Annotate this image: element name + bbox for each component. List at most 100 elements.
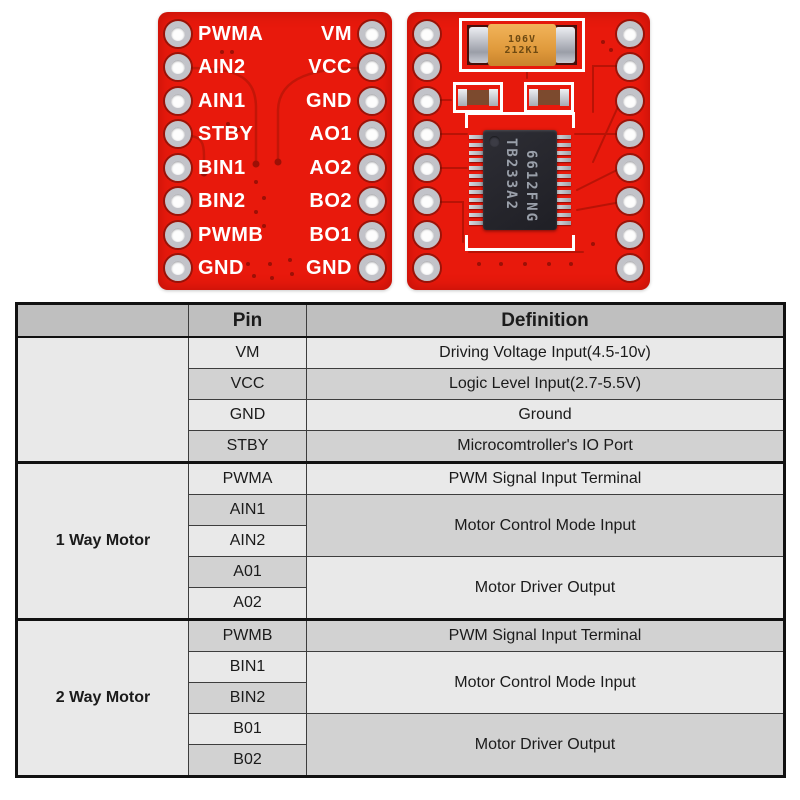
front-left-labels: PWMA AIN2 AIN1 STBY BIN1 BIN2 PWMB GND <box>198 21 316 281</box>
definition-cell: Microcomtroller's IO Port <box>306 430 785 463</box>
pin-hole <box>414 254 440 281</box>
back-right-holes <box>617 21 643 281</box>
pin-hole <box>359 87 385 114</box>
pin-hole <box>165 21 191 47</box>
pin-definition-table: Pin Definition VM Driving Voltage Input(… <box>15 302 786 778</box>
pin-hole <box>359 154 385 181</box>
capacitor-marking: 106V <box>507 34 537 45</box>
smd-resistor <box>453 82 503 113</box>
definition-cell: Logic Level Input(2.7-5.5V) <box>306 368 785 400</box>
table-header-row: Pin Definition <box>16 303 785 338</box>
pin-hole <box>617 254 643 281</box>
pin-cell: PWMA <box>188 461 307 495</box>
table-row: B01 Motor Driver Output <box>17 713 785 777</box>
pin-cell: A01 <box>188 556 307 588</box>
pin-hole <box>165 188 191 215</box>
table-row: A02 <box>17 587 785 620</box>
pin-hole <box>617 87 643 114</box>
driver-ic: TB233A2 6612FNG <box>469 128 571 232</box>
pin-label: PWMA <box>198 23 264 45</box>
pin-label: BO2 <box>309 190 352 213</box>
capacitor-body: 106V 212K1 <box>488 24 556 66</box>
pin-cell: B02 <box>188 744 307 777</box>
table-row: B02 <box>17 744 785 777</box>
pin-hole <box>414 21 440 47</box>
table-row: AIN2 <box>17 525 785 557</box>
pin-hole <box>165 254 191 281</box>
pin-hole <box>359 188 385 215</box>
pin-cell: A02 <box>188 587 307 620</box>
pin-hole <box>165 154 191 181</box>
pin-label: GND <box>306 89 352 112</box>
definition-cell: Driving Voltage Input(4.5-10v) <box>306 336 785 369</box>
pin-hole <box>617 188 643 215</box>
definition-cell: Motor Driver Output <box>306 713 785 777</box>
table-row: 1 Way Motor PWMA PWM Signal Input Termin… <box>16 461 785 620</box>
pin-label: VCC <box>308 56 352 79</box>
header-group <box>16 303 189 338</box>
pcb-front: PWMA AIN2 AIN1 STBY BIN1 BIN2 PWMB GND V… <box>158 12 392 290</box>
group-cell <box>16 336 189 463</box>
pin-label: STBY <box>198 123 254 146</box>
pin-hole <box>359 54 385 81</box>
resistor-terminal <box>560 89 569 106</box>
pin-label: BO1 <box>309 223 352 246</box>
pin-label: VM <box>321 23 352 45</box>
ic-pins-right <box>556 135 571 225</box>
pin-hole <box>414 87 440 114</box>
pin-hole <box>165 54 191 81</box>
pin-cell: AIN2 <box>188 525 307 557</box>
pin-hole <box>414 121 440 148</box>
pin-hole <box>359 254 385 281</box>
pin-cell: BIN2 <box>188 682 307 714</box>
resistor-terminal <box>458 89 467 106</box>
definition-cell: Ground <box>306 399 785 431</box>
ic-body: TB233A2 6612FNG <box>483 130 557 230</box>
pin-label: AIN2 <box>198 56 246 79</box>
ic-silkscreen-outline <box>465 112 575 128</box>
table-row: VCC Logic Level Input(2.7-5.5V) <box>17 368 785 400</box>
pin-cell: PWMB <box>188 618 307 652</box>
table-row: GND Ground <box>17 399 785 431</box>
table-row: 2 Way Motor PWMB PWM Signal Input Termin… <box>16 618 785 777</box>
pin-label: BIN1 <box>198 156 246 179</box>
pin-hole <box>414 188 440 215</box>
pin-hole <box>617 21 643 47</box>
pcb-back: 106V 212K1 <box>407 12 650 290</box>
pin-label: GND <box>198 256 244 279</box>
header-definition: Definition <box>306 303 785 338</box>
pin-label: AO1 <box>309 123 352 146</box>
header-pin: Pin <box>188 303 307 338</box>
ic-marking: TB233A2 <box>503 138 519 212</box>
definition-cell: Motor Control Mode Input <box>306 651 785 714</box>
resistor-terminal <box>529 89 538 106</box>
pin-label: AIN1 <box>198 89 246 112</box>
front-left-holes <box>165 21 191 281</box>
pin-label: BIN2 <box>198 190 246 213</box>
table-row: STBY Microcomtroller's IO Port <box>17 430 785 463</box>
ic-marking: 6612FNG <box>523 150 539 224</box>
definition-cell: Motor Driver Output <box>306 556 785 620</box>
definition-cell: PWM Signal Input Terminal <box>306 618 785 652</box>
capacitor-marking: 212K1 <box>504 45 540 56</box>
pin-hole <box>414 154 440 181</box>
pin-cell: BIN1 <box>188 651 307 683</box>
capacitor-terminal <box>469 27 489 63</box>
back-left-holes <box>414 21 440 281</box>
pin-cell: GND <box>188 399 307 431</box>
pin-cell: VM <box>188 336 307 369</box>
definition-cell: Motor Control Mode Input <box>306 494 785 557</box>
pin-hole <box>165 221 191 248</box>
pin-hole <box>359 221 385 248</box>
pin-hole <box>414 221 440 248</box>
pin-label: AO2 <box>309 156 352 179</box>
resistor-body <box>460 90 496 105</box>
pin-cell: B01 <box>188 713 307 745</box>
capacitor-terminal <box>555 27 575 63</box>
pin-label: PWMB <box>198 223 264 246</box>
group-cell: 1 Way Motor <box>16 461 189 620</box>
pin-cell: AIN1 <box>188 494 307 526</box>
table-row: VM Driving Voltage Input(4.5-10v) <box>16 336 785 463</box>
resistor-body <box>531 90 567 105</box>
